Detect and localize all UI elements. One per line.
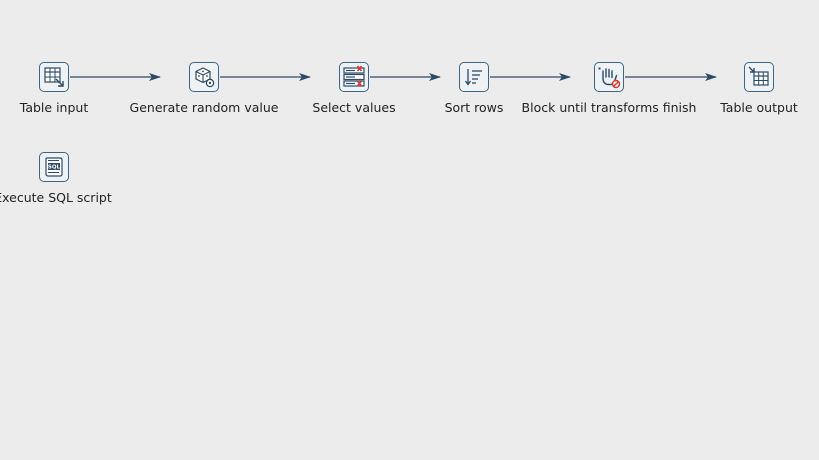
select-values-icon bbox=[343, 65, 365, 87]
label-generate-random-value: Generate random value bbox=[129, 100, 279, 115]
label-sort-rows: Sort rows bbox=[444, 100, 504, 115]
table-output-icon bbox=[748, 66, 769, 86]
label-execute-sql-script: Execute SQL script bbox=[0, 190, 112, 205]
svg-text:SQL: SQL bbox=[48, 165, 61, 171]
sql-script-icon: SQL bbox=[45, 157, 63, 177]
table-input-icon bbox=[44, 67, 64, 87]
step-generate-random-value[interactable] bbox=[189, 62, 219, 92]
random-cube-icon bbox=[195, 67, 215, 88]
step-sort-rows[interactable] bbox=[459, 62, 489, 92]
step-execute-sql-script[interactable]: SQL bbox=[39, 152, 69, 182]
label-table-input: Table input bbox=[19, 100, 89, 115]
label-select-values: Select values bbox=[312, 100, 396, 115]
sort-rows-icon bbox=[464, 69, 482, 86]
step-table-output[interactable] bbox=[744, 62, 774, 92]
label-block-until-transforms-finish: Block until transforms finish bbox=[521, 100, 697, 115]
label-table-output: Table output bbox=[720, 100, 798, 115]
block-hand-icon bbox=[598, 67, 621, 89]
step-table-input[interactable] bbox=[39, 62, 69, 92]
step-select-values[interactable] bbox=[339, 62, 369, 92]
step-block-until-transforms-finish[interactable] bbox=[594, 62, 624, 92]
